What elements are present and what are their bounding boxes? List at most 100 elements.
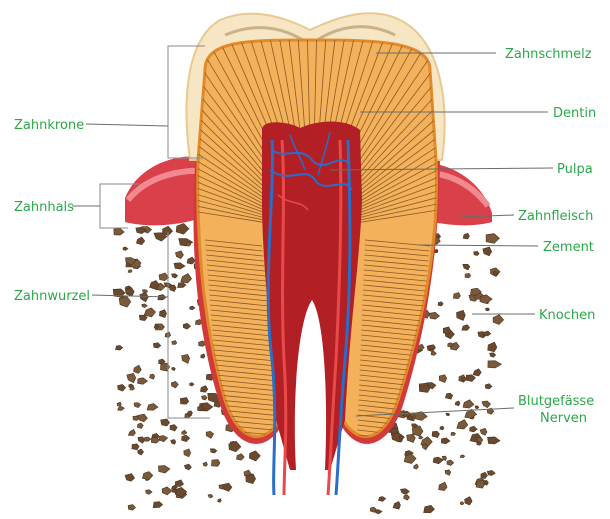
dentin-tubule — [363, 279, 427, 287]
dentin-tubule — [362, 299, 425, 307]
bone-particle — [418, 435, 424, 440]
dentin-tubule — [334, 55, 437, 211]
bone-particle — [162, 225, 174, 237]
dentin-tubule — [213, 349, 276, 357]
bone-particle — [127, 269, 133, 273]
bone-particle — [456, 309, 466, 321]
dentin-tubule — [336, 85, 437, 214]
dentin-tubule — [215, 374, 279, 382]
bone-particle — [456, 419, 469, 430]
bone-particle — [207, 494, 214, 499]
dentin-tubule — [361, 329, 422, 337]
bone-particle — [126, 372, 137, 384]
bone-particle — [189, 382, 195, 387]
bone-particle — [136, 422, 144, 429]
bone-particle — [392, 501, 401, 510]
dentin-tubule — [214, 354, 276, 362]
bone-particle — [158, 465, 171, 474]
bone-particle — [129, 385, 135, 391]
bone-particle — [153, 324, 160, 329]
dentin-tubule — [214, 364, 278, 372]
bone-particle — [189, 305, 196, 311]
bone-particle — [185, 241, 192, 247]
bone-particle — [470, 287, 482, 296]
dentin-tubule — [211, 319, 272, 327]
bone-particle — [454, 400, 461, 407]
label-pulp: Pulpa — [557, 162, 593, 177]
dentin-tubule — [362, 304, 424, 312]
dentin-tubule — [363, 269, 428, 277]
bone-particle — [158, 272, 170, 282]
dentin-tubule — [210, 304, 270, 312]
bone-particle — [152, 501, 164, 509]
bone-particle — [200, 353, 206, 359]
dentin-tubule — [197, 85, 288, 214]
dentin-tubule — [340, 152, 437, 222]
dentin-tubule — [334, 65, 437, 212]
bone-particle — [438, 481, 448, 491]
bone-particle — [217, 498, 222, 503]
bone-particle — [479, 294, 493, 304]
bone-particle — [390, 432, 405, 443]
bone-particle — [450, 431, 456, 436]
bone-particle — [117, 384, 127, 392]
bone-particle — [209, 448, 218, 454]
bone-particle — [170, 381, 179, 389]
bone-particle — [180, 273, 192, 284]
dentin-tubule — [364, 244, 430, 252]
bone-particle — [127, 504, 136, 511]
dentin-tubule — [363, 264, 428, 272]
dentin-tubule — [335, 75, 437, 213]
bone-particle — [197, 405, 206, 412]
dentin-tubule — [341, 176, 437, 225]
bone-particle — [431, 430, 440, 438]
bone-particle — [118, 296, 132, 308]
crown-bracket — [167, 45, 205, 159]
dentin-tubule — [197, 188, 283, 226]
bone-particle — [138, 314, 148, 322]
dentin-tubule — [363, 284, 426, 292]
bone-particle — [370, 506, 377, 513]
dentin-tubule — [197, 164, 284, 223]
bone-particle — [445, 392, 454, 400]
bone-particle — [407, 415, 415, 421]
bone-particle — [472, 368, 482, 377]
bone-particle — [181, 434, 191, 442]
bone-particle — [466, 374, 476, 382]
bone-particle — [236, 453, 245, 461]
bone-particle — [473, 250, 480, 256]
dentin-tubule — [364, 259, 429, 267]
label-cementum: Zement — [543, 240, 594, 255]
bone-particle — [441, 437, 451, 445]
bone-particle — [430, 350, 437, 356]
dentin-tubule — [361, 314, 423, 322]
bone-particle — [177, 282, 187, 288]
bone-particle — [406, 433, 416, 443]
bone-particle — [411, 425, 424, 437]
bone-particle — [137, 448, 144, 456]
label-root: Zahnwurzel — [14, 289, 90, 304]
bone-particle — [222, 482, 233, 492]
dentin-tubule — [215, 369, 278, 377]
dentin-tubule — [197, 129, 285, 219]
dentin-tubule — [212, 339, 275, 347]
dentin-tubule — [205, 249, 264, 257]
bone-particle — [403, 453, 417, 464]
dentin-tubule — [205, 244, 263, 252]
dentin-tubule — [360, 349, 420, 357]
bone-particle — [146, 403, 159, 411]
bone-particle — [447, 342, 454, 348]
label-neck: Zahnhals — [14, 200, 74, 215]
bone-particle — [151, 437, 161, 444]
bone-particle — [439, 425, 445, 431]
bone-particle — [487, 436, 501, 445]
bone-particle — [492, 270, 499, 276]
dentin-tubule — [197, 152, 284, 222]
bone-particle — [464, 272, 472, 279]
bone-particle — [487, 341, 498, 353]
dentin-tubule — [360, 344, 420, 352]
bone-particle — [198, 340, 207, 347]
bone-particle — [474, 405, 480, 410]
bone-particle — [459, 454, 466, 459]
bone-particle — [137, 436, 146, 444]
